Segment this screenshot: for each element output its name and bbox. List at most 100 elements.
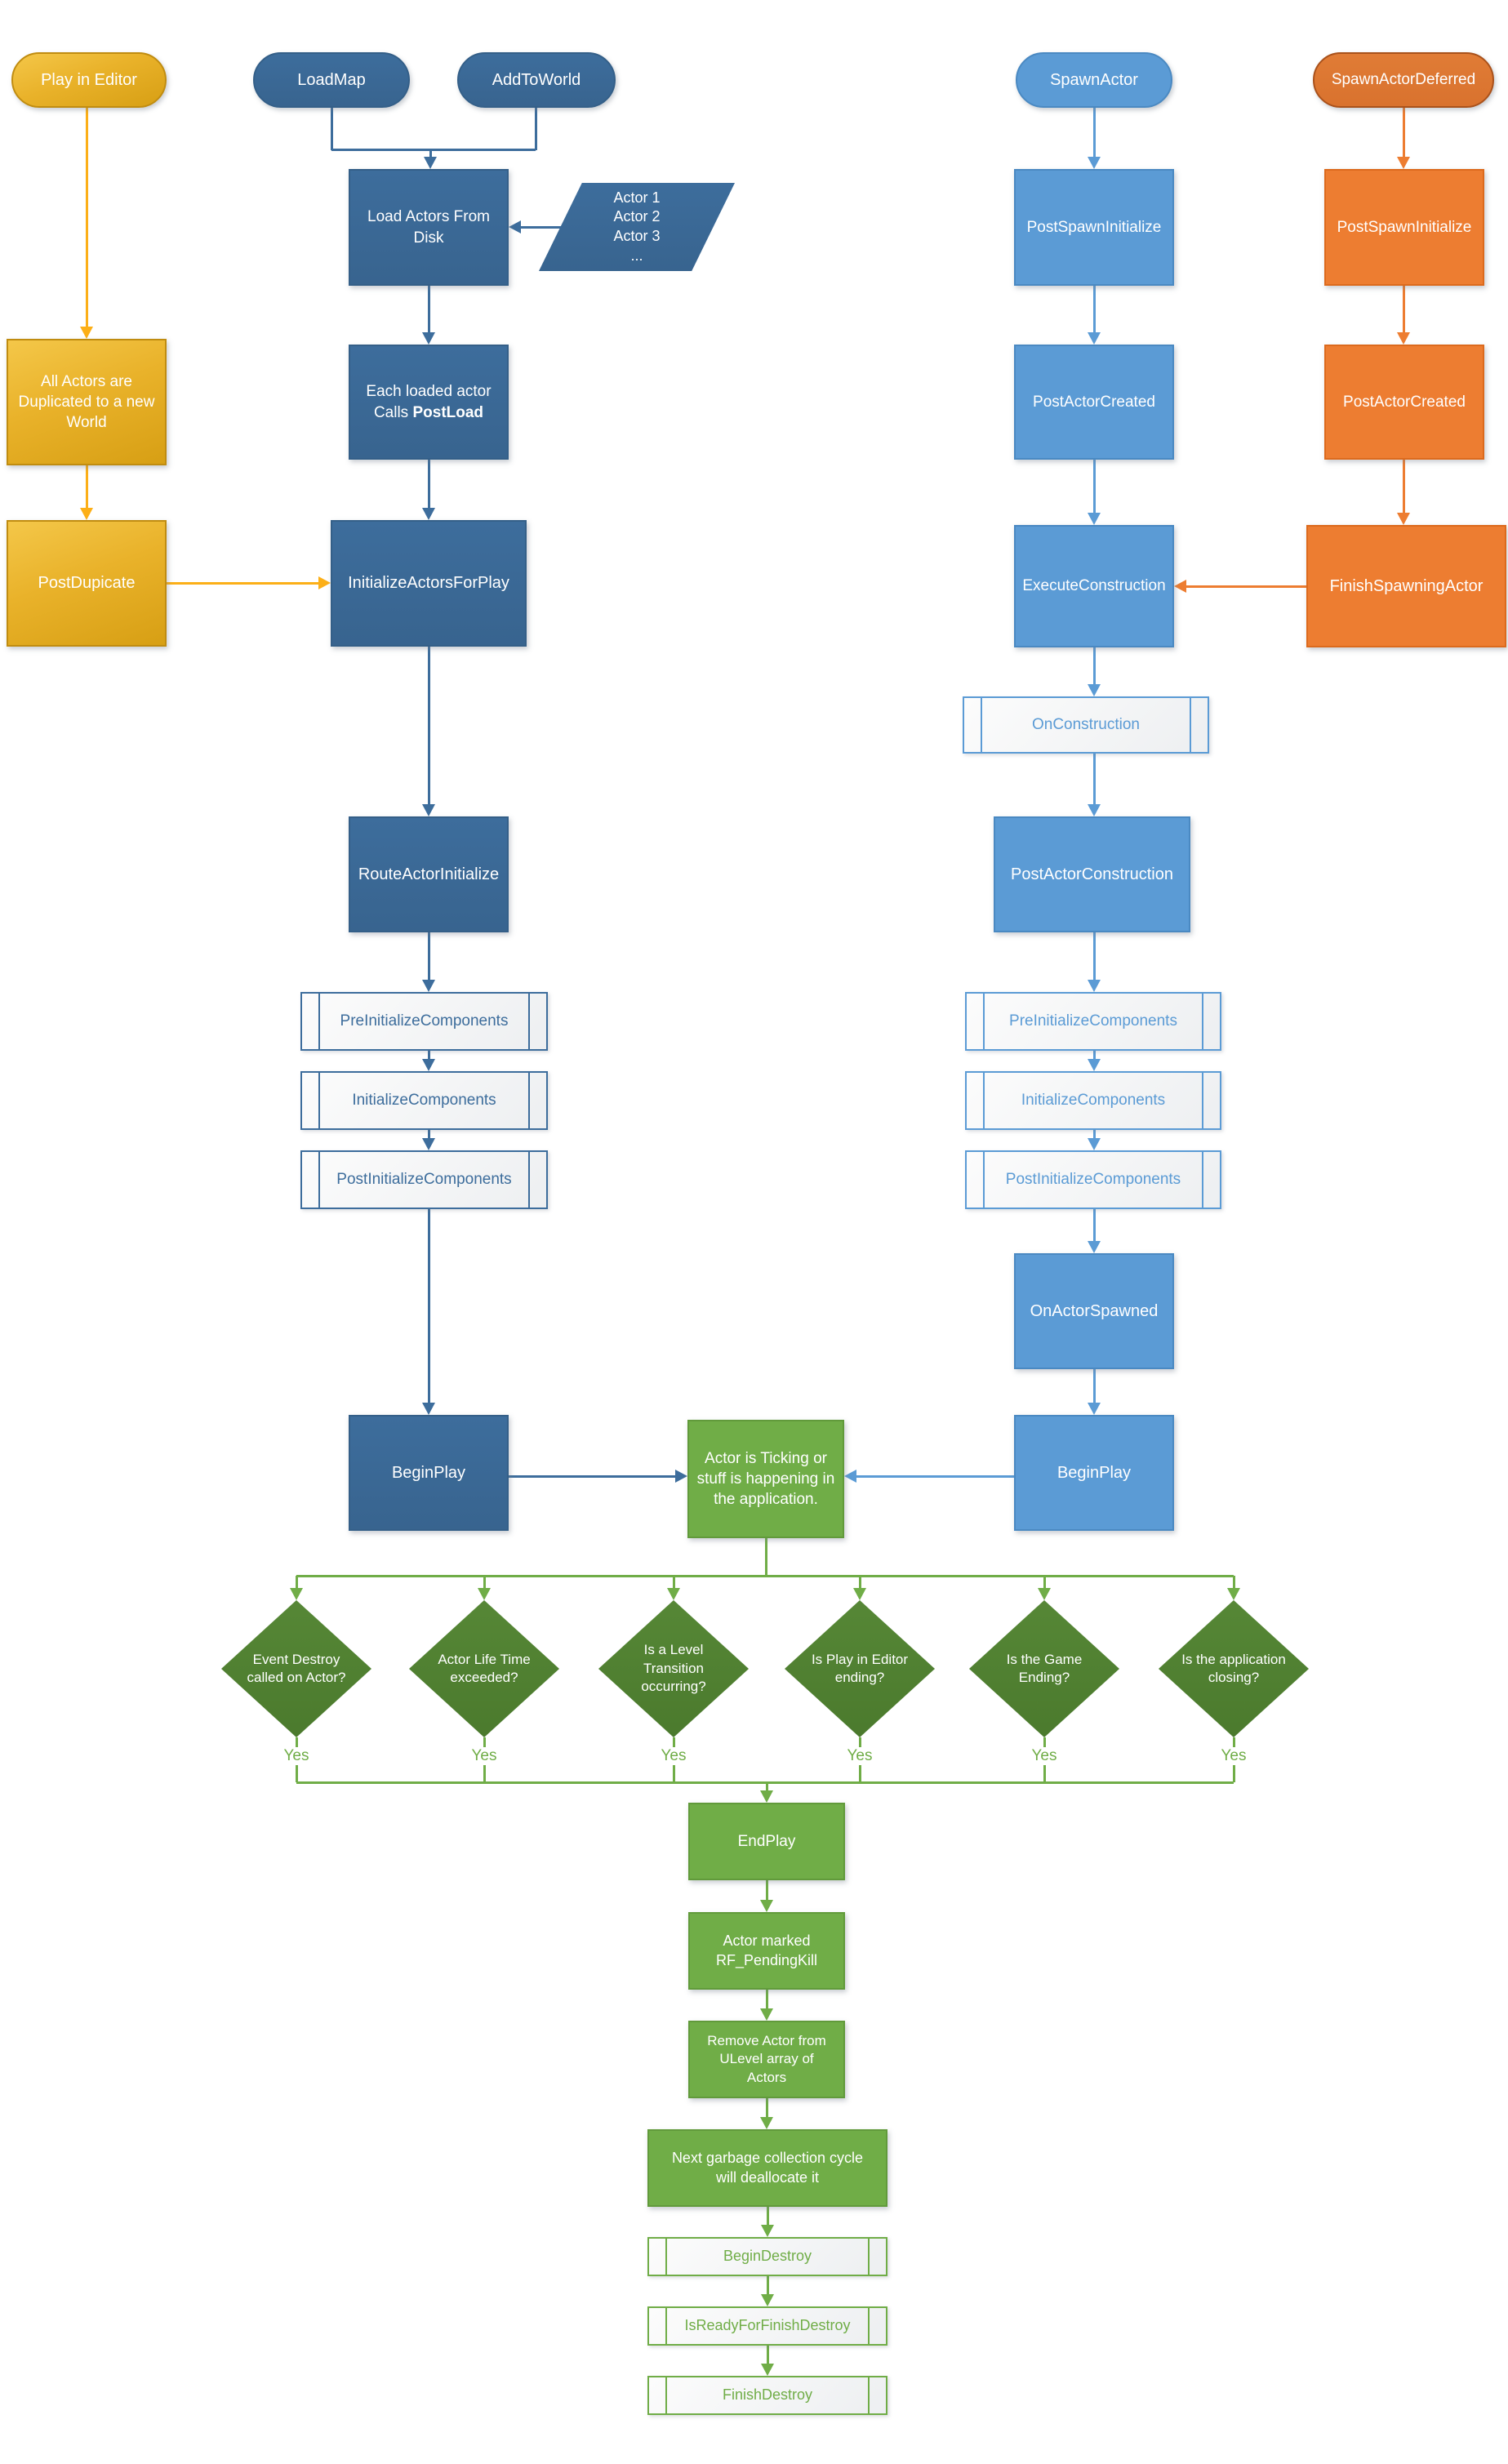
connector-line [766,2276,769,2296]
connector-line [765,2098,768,2119]
node-on-actor-spawned: OnActorSpawned [1014,1253,1174,1369]
arrowhead [760,2008,773,2021]
connector-line [1402,108,1405,158]
connector-line [764,1538,767,1576]
arrowhead [1088,1403,1101,1415]
node-label: AddToWorld [492,70,581,89]
subroutine-bar [665,2377,667,2413]
arrowhead [1088,1059,1101,1071]
node-begin-play-left: BeginPlay [349,1415,509,1531]
arrowhead [844,1470,856,1483]
connector-line [765,1782,768,1792]
arrowhead [422,1059,435,1071]
node-label: PostActorCreated [1343,393,1466,411]
subroutine-bar [528,1152,530,1208]
subroutine-bar [868,2308,870,2344]
yes-label: Yes [843,1747,877,1765]
node-route-actor-initialize: RouteActorInitialize [349,816,509,932]
arrowhead [1038,1588,1051,1600]
arrowhead [424,157,437,169]
arrowhead [80,508,93,520]
node-label: PostSpawnInitialize [1337,218,1472,236]
node-begin-play-right: BeginPlay [1014,1415,1174,1531]
arrowhead [478,1588,491,1600]
node-pre-initialize-components-right: PreInitializeComponents [965,992,1221,1051]
arrowhead [1088,1138,1101,1150]
node-label: PostDupicate [38,574,136,593]
node-is-ready-for-finish-destroy: IsReadyForFinishDestroy [647,2306,887,2346]
connector-line [427,460,430,509]
node-label: EndPlay [737,1832,796,1850]
connector-line [427,932,430,981]
node-on-construction: OnConstruction [963,696,1209,754]
arrowhead [80,327,93,339]
node-label: IsReadyForFinishDestroy [684,2317,851,2334]
arrowhead [1088,980,1101,992]
connector-line [331,148,536,151]
node-label: PostActorConstruction [1011,865,1173,883]
arrowhead [1088,332,1101,345]
connector-line [427,286,430,334]
connector-line [534,108,537,150]
subroutine-bar [983,1152,985,1208]
node-begin-destroy: BeginDestroy [647,2237,887,2276]
node-label: PostInitializeComponents [1005,1171,1181,1189]
node-label: RouteActorInitialize [358,865,500,883]
connector-line [427,1130,430,1140]
node-label: FinishSpawningActor [1329,576,1484,595]
subroutine-bar [665,2308,667,2344]
node-post-spawn-initialize-blue: PostSpawnInitialize [1014,169,1174,286]
connector-line [295,1576,298,1590]
node-post-dupicate: PostDupicate [7,520,167,647]
arrowhead [761,2294,774,2306]
node-label: LoadMap [297,70,366,89]
node-label: SpawnActor [1050,70,1138,89]
connector-line [330,108,333,150]
connector-line [1092,932,1096,981]
arrowhead [422,980,435,992]
arrowhead [1088,513,1101,525]
arrowhead [1088,1241,1101,1253]
node-label: FinishDestroy [722,2386,813,2404]
arrowhead [422,1403,435,1415]
subroutine-bar [528,1073,530,1128]
node-spawn-actor-deferred: SpawnActorDeferred [1313,52,1494,108]
node-post-actor-created-blue: PostActorCreated [1014,345,1174,460]
connector-line [765,1990,768,2010]
connector-line [427,1209,430,1404]
node-post-actor-construction: PostActorConstruction [994,816,1190,932]
yes-label: Yes [467,1747,501,1765]
node-play-in-editor: Play in Editor [11,52,167,108]
subroutine-bar [528,994,530,1049]
connector-line [1402,286,1405,334]
node-finish-spawning-actor: FinishSpawningActor [1306,525,1506,647]
node-label: InitializeComponents [1021,1092,1166,1110]
subroutine-bar [1202,1152,1203,1208]
node-label: OnConstruction [1031,716,1140,734]
node-initialize-components-left: InitializeComponents [300,1071,548,1130]
node-label: PostSpawnInitialize [1026,218,1162,236]
arrowhead [1088,804,1101,816]
connector-line [85,465,88,509]
node-label: BeginPlay [391,1463,466,1482]
connector-line [1092,1130,1096,1140]
subroutine-bar [318,1152,320,1208]
subroutine-bar [868,2239,870,2275]
